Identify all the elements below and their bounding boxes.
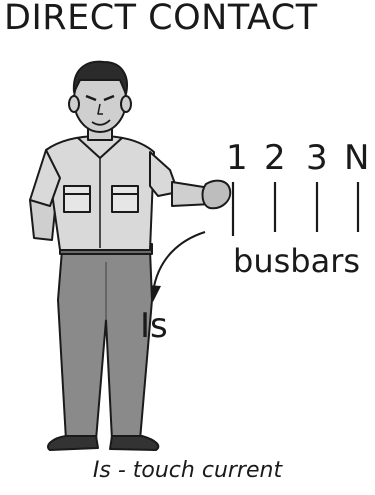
busbar-lines [231,182,360,236]
busbar-label-n: N [344,138,370,178]
hair [72,60,128,95]
left-shoe [47,435,99,451]
busbar-label-3: 3 [306,138,328,178]
footer-caption: Is - touch current [92,458,283,483]
right-shoe [109,435,160,451]
busbar-label-2: 2 [264,138,286,178]
trousers [57,249,153,441]
current-arrow [146,231,206,302]
busbars-caption: busbars [233,242,361,280]
diagram-title: DIRECT CONTACT [4,0,318,38]
current-label: Is [140,306,168,346]
man-figure [29,60,232,451]
hand [201,179,232,210]
busbar-label-1: 1 [226,138,248,178]
